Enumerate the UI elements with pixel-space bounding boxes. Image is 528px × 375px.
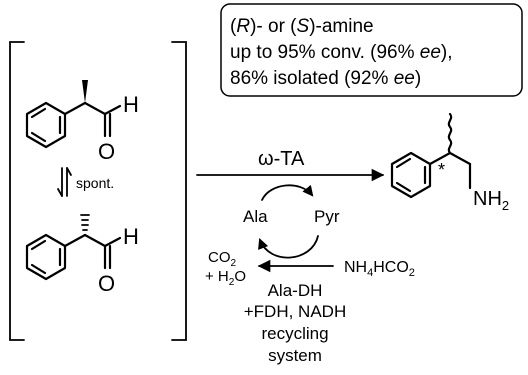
h2o-label: + H2O [205,268,246,288]
equilibrium-label: spont. [76,175,114,191]
enzyme-label: ω-TA [258,148,305,170]
benzene-ring-product [390,151,432,199]
ammonium-formate-label: NH4HCO2 [344,259,415,279]
aldehyde-bottom: H O [25,214,139,296]
aldehyde-top-o: O [98,139,115,164]
wedge-bond-top [82,80,88,103]
cycle-pyruvate: Pyr [314,207,340,226]
left-bracket [9,41,25,341]
amine-label: NH2 [473,188,509,213]
conditions-line-2: up to 95% conv. (96% ee), [230,42,453,63]
stereocenter-mark: * [438,160,445,180]
product-amine: * NH2 [390,112,509,213]
aldehyde-top-h: H [123,92,139,117]
conditions-box-frame [220,3,523,97]
conditions-line-1: (R)- or (S)-amine [230,16,374,37]
benzene-ring-bottom [25,233,67,281]
amine-donor-cycle: Ala Pyr [243,184,340,259]
wavy-bond-product [447,112,453,155]
recycling-system-text: Ala-DH +FDH, NADH recycling system [244,281,346,365]
conditions-line-3: 86% isolated (92% ee) [230,68,421,89]
aldehyde-top: H O [25,80,139,164]
hash-bond-bottom [80,214,90,231]
recycling-line-2: +FDH, NADH [244,302,346,321]
aldehyde-bottom-h: H [123,224,139,249]
cycle-alanine: Ala [243,207,268,226]
conditions-box: (R)- or (S)-amine up to 95% conv. (96% e… [220,3,523,97]
aldehyde-bottom-o: O [98,271,115,296]
equilibrium-arrows: spont. [57,167,114,197]
benzene-ring-top [25,101,67,149]
co2-label: CO2 [208,249,237,269]
recycling-line-3: recycling [261,324,328,343]
recycling-line-4: system [268,346,322,365]
recycling-line-1: Ala-DH [268,281,323,300]
right-bracket [171,41,187,341]
